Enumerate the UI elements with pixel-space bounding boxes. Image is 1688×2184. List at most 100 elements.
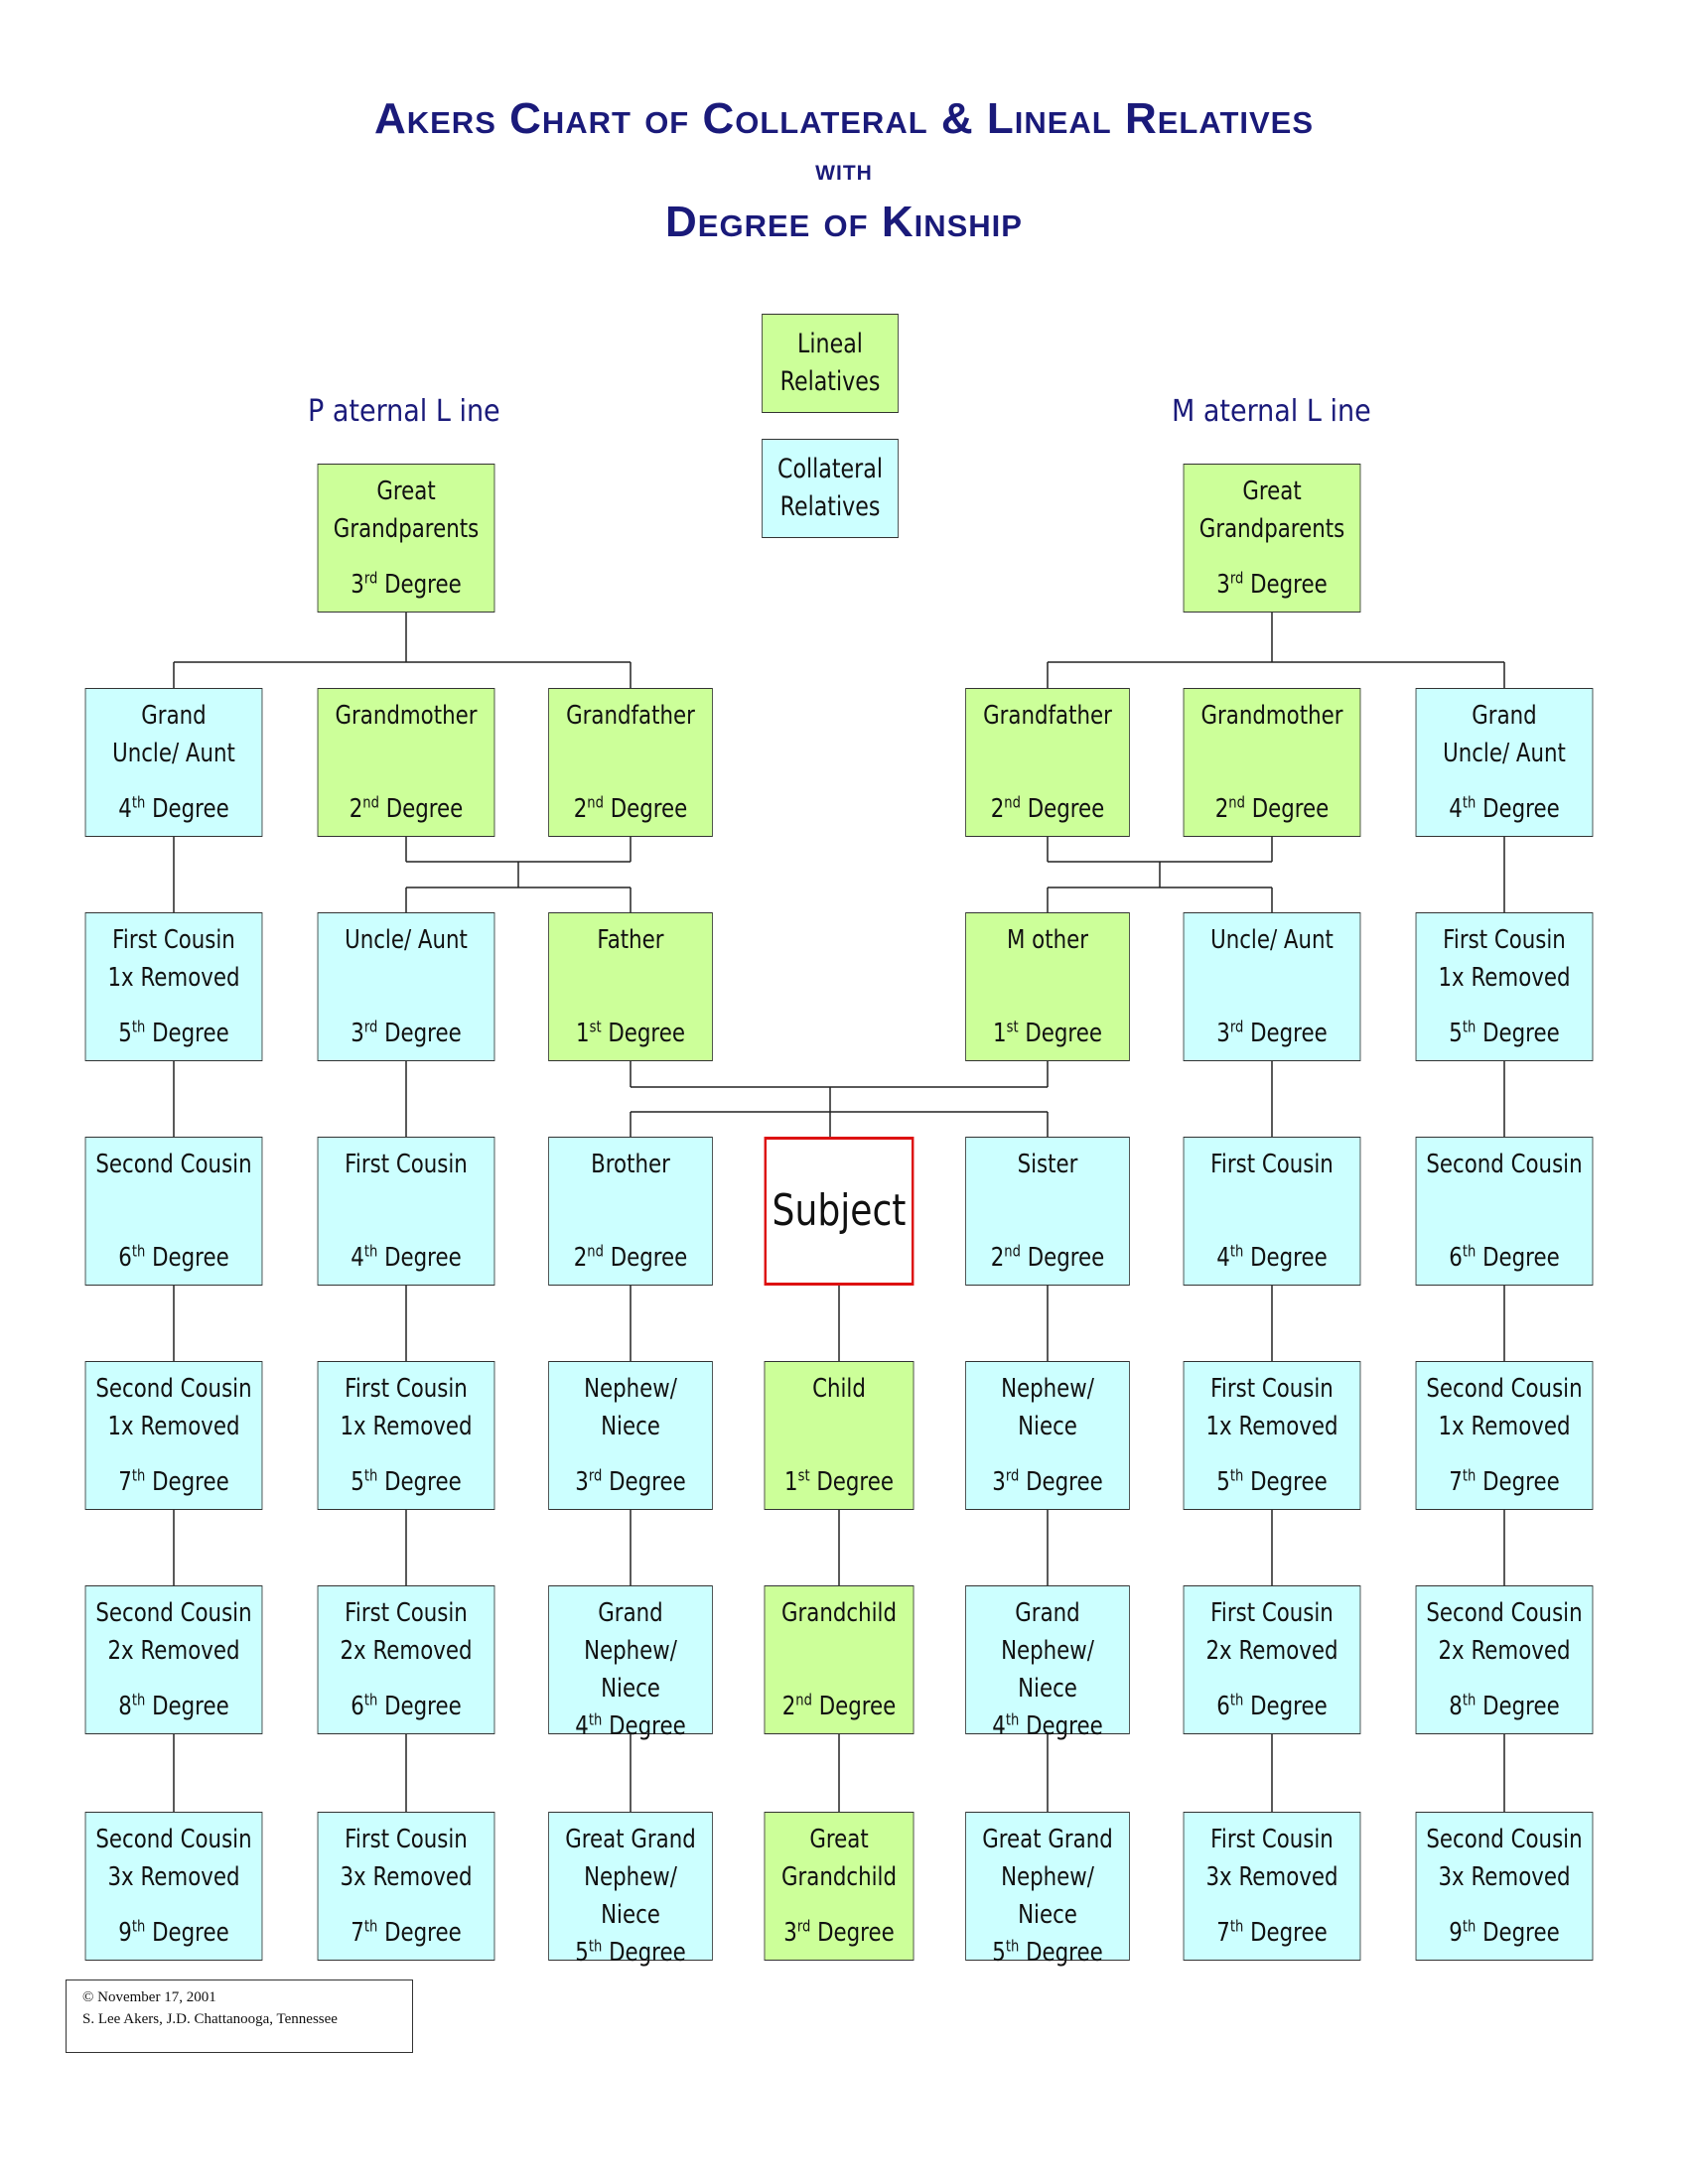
degree-number: 5 [118, 1019, 132, 1048]
relation-line: 1x Removed [1438, 963, 1571, 993]
relation-name: M other [1007, 921, 1088, 959]
relation-line: First Cousin [1443, 925, 1566, 955]
relation-name: Grandmother [1201, 697, 1343, 735]
relation-line: Sister [1017, 1150, 1078, 1179]
degree-word: Degree [610, 794, 688, 824]
relation-line: Second Cousin [95, 1825, 252, 1854]
degree-label: 5th Degree [1216, 1463, 1327, 1501]
degree-suffix: th [1229, 1916, 1244, 1936]
legend-collateral-line2: Relatives [779, 491, 881, 522]
degree-number: 2 [573, 794, 588, 824]
degree-number: 7 [1216, 1918, 1230, 1948]
relation-line: Uncle/ Aunt [1443, 739, 1566, 768]
degree-word: Degree [609, 1938, 686, 1968]
degree-label: 9th Degree [118, 1914, 228, 1952]
degree-suffix: th [1229, 1241, 1244, 1261]
relation-line: 1x Removed [1438, 1412, 1571, 1441]
degree-word: Degree [1482, 794, 1560, 824]
relation-name: Brother [591, 1146, 670, 1183]
degree-label: 3rd Degree [351, 566, 461, 604]
degree-word: Degree [1026, 1711, 1103, 1741]
degree-word: Degree [1026, 1467, 1103, 1497]
copyright-date: © November 17, 2001 [82, 1989, 216, 2005]
degree-number: 1 [784, 1467, 798, 1497]
degree-label: 4th Degree [118, 790, 228, 828]
degree-word: Degree [1482, 1243, 1560, 1273]
degree-label: 2nd Degree [574, 790, 688, 828]
degree-word: Degree [384, 1243, 462, 1273]
degree-number: 4 [351, 1243, 364, 1273]
degree-suffix: th [1005, 1936, 1020, 1956]
degree-suffix: rd [796, 1916, 811, 1936]
title-line-1: Akers Chart of Collateral & Lineal Relat… [373, 94, 1315, 143]
relation-line: 1x Removed [107, 963, 240, 993]
relation-name: First Cousin [345, 1146, 468, 1183]
relation-line: Grandfather [983, 701, 1112, 731]
copyright-author: S. Lee Akers, J.D. Chattanooga, Tennesse… [82, 2011, 338, 2027]
degree-suffix: st [797, 1465, 810, 1485]
degree-label: 3rd Degree [783, 1914, 894, 1952]
degree-number: 2 [781, 1692, 796, 1721]
degree-label: 9th Degree [1449, 1914, 1559, 1952]
relation-line: First Cousin [1210, 1150, 1334, 1179]
degree-number: 3 [351, 570, 364, 600]
degree-label: 7th Degree [118, 1463, 228, 1501]
degree-word: Degree [152, 1467, 229, 1497]
degree-number: 2 [1214, 794, 1229, 824]
maternal-line-label: M aternal L ine [1172, 394, 1371, 429]
degree-label: 3rd Degree [351, 1015, 461, 1052]
relation-line: First Cousin [345, 1825, 468, 1854]
relation-line: First Cousin [112, 925, 235, 955]
copyright-box: © November 17, 2001 S. Lee Akers, J.D. C… [66, 1979, 413, 2053]
degree-label: 3rd Degree [992, 1463, 1102, 1501]
relation-line: M other [1007, 925, 1088, 955]
degree-label: 5th Degree [992, 1934, 1102, 1972]
relation-line: 2x Removed [340, 1636, 473, 1666]
relation-line: Second Cousin [1426, 1598, 1583, 1628]
degree-suffix: th [588, 1936, 603, 1956]
relation-name: First Cousin 1x Removed [107, 921, 239, 997]
relation-line: Grand [1015, 1598, 1080, 1628]
degree-label: 6th Degree [1449, 1239, 1559, 1277]
relation-name: Grandchild [781, 1594, 897, 1632]
degree-number: 5 [575, 1938, 589, 1968]
relation-line: Grandparents [333, 514, 480, 544]
degree-suffix: th [131, 792, 146, 812]
degree-number: 2 [990, 1243, 1005, 1273]
degree-label: 2nd Degree [574, 1239, 688, 1277]
degree-word: Degree [1250, 1918, 1328, 1948]
degree-word: Degree [152, 794, 229, 824]
degree-suffix: nd [1004, 1241, 1021, 1261]
degree-number: 4 [1216, 1243, 1230, 1273]
degree-label: 6th Degree [118, 1239, 228, 1277]
degree-number: 5 [1216, 1467, 1230, 1497]
box-subject: Subject [764, 1137, 914, 1286]
relation-line: Second Cousin [1426, 1150, 1583, 1179]
box-msc: Second Cousin 6th Degree [1415, 1137, 1594, 1286]
degree-label: 7th Degree [1449, 1463, 1559, 1501]
relation-line: 3x Removed [340, 1862, 473, 1892]
degree-label: 1st Degree [576, 1015, 685, 1052]
degree-label: 3rd Degree [1216, 1015, 1327, 1052]
relation-name: Nephew/ Niece [552, 1370, 708, 1445]
degree-label: 4th Degree [992, 1707, 1102, 1745]
title-line-3: Degree of Kinship [665, 198, 1023, 246]
